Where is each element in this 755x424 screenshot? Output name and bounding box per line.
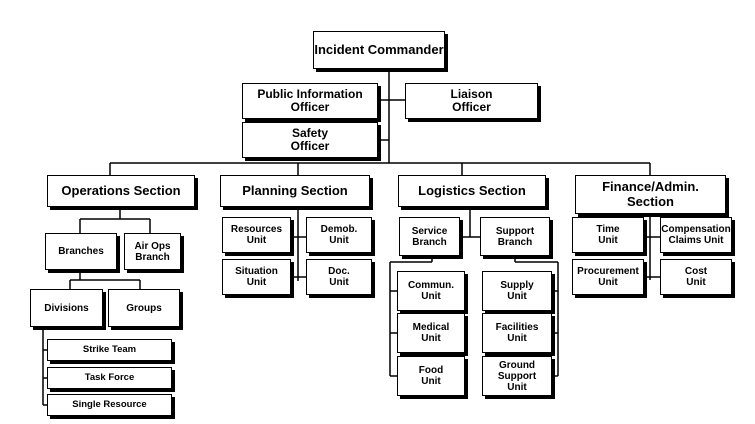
finance-admin-section-label: Finance/Admin. Section: [602, 179, 699, 209]
task-force-box: Task Force: [47, 367, 172, 389]
facilities-unit-label: Facilities Unit: [495, 322, 539, 344]
medical-unit-box: Medical Unit: [397, 313, 465, 353]
logistics-section-label: Logistics Section: [418, 182, 526, 198]
ground-support-unit-box: Ground Support Unit: [482, 356, 552, 396]
liaison-officer-box: Liaison Officer: [405, 83, 538, 119]
supply-unit-box: Supply Unit: [482, 271, 552, 311]
divisions-box: Divisions: [30, 289, 103, 327]
facilities-unit-box: Facilities Unit: [482, 313, 552, 353]
single-resource-box: Single Resource: [47, 394, 172, 416]
groups-label: Groups: [126, 302, 162, 314]
public-information-officer-label: Public Information Officer: [257, 86, 363, 114]
operations-section-box: Operations Section: [47, 175, 195, 207]
time-unit-label: Time Unit: [596, 224, 620, 246]
demob-unit-box: Demob. Unit: [306, 217, 372, 253]
compensation-claims-unit-label: Compensation Claims Unit: [661, 224, 731, 246]
strike-team-box: Strike Team: [47, 339, 172, 361]
safety-officer-box: Safety Officer: [242, 122, 378, 158]
situation-unit-label: Situation Unit: [235, 266, 278, 288]
support-branch-box: Support Branch: [480, 217, 550, 256]
time-unit-box: Time Unit: [572, 217, 644, 253]
doc-unit-box: Doc. Unit: [306, 259, 372, 295]
resources-unit-box: Resources Unit: [222, 217, 291, 253]
procurement-unit-label: Procurement Unit: [577, 266, 639, 288]
branches-box: Branches: [45, 233, 117, 270]
ground-support-unit-label: Ground Support Unit: [497, 359, 537, 393]
supply-unit-label: Supply Unit: [500, 280, 534, 302]
strike-team-label: Strike Team: [82, 343, 137, 355]
food-unit-label: Food Unit: [418, 365, 444, 387]
food-unit-box: Food Unit: [397, 356, 465, 396]
planning-section-label: Planning Section: [242, 182, 348, 198]
air-ops-branch-box: Air Ops Branch: [124, 233, 181, 270]
planning-section-box: Planning Section: [220, 175, 370, 207]
operations-section-label: Operations Section: [61, 182, 181, 198]
groups-box: Groups: [108, 289, 180, 327]
liaison-officer-label: Liaison Officer: [450, 86, 493, 114]
demob-unit-label: Demob. Unit: [320, 224, 358, 246]
medical-unit-label: Medical Unit: [412, 322, 450, 344]
logistics-section-box: Logistics Section: [398, 175, 546, 207]
commun-unit-label: Commun. Unit: [407, 280, 455, 302]
branches-label: Branches: [58, 246, 104, 257]
task-force-label: Task Force: [84, 371, 135, 383]
air-ops-branch-label: Air Ops Branch: [134, 240, 171, 263]
single-resource-label: Single Resource: [72, 398, 147, 410]
cost-unit-label: Cost Unit: [684, 266, 708, 288]
safety-officer-label: Safety Officer: [290, 125, 330, 153]
procurement-unit-box: Procurement Unit: [572, 259, 644, 295]
service-branch-label: Service Branch: [411, 225, 448, 248]
resources-unit-label: Resources Unit: [230, 224, 283, 246]
finance-admin-section-box: Finance/Admin. Section: [575, 175, 726, 214]
doc-unit-label: Doc. Unit: [328, 266, 350, 288]
situation-unit-box: Situation Unit: [222, 259, 291, 295]
divisions-label: Divisions: [44, 302, 89, 314]
incident-commander-label: Incident Commander: [314, 41, 444, 57]
public-information-officer-box: Public Information Officer: [242, 83, 378, 119]
cost-unit-box: Cost Unit: [660, 259, 732, 295]
support-branch-label: Support Branch: [495, 225, 535, 248]
compensation-claims-unit-box: Compensation Claims Unit: [660, 217, 732, 253]
commun-unit-box: Commun. Unit: [397, 271, 465, 311]
incident-commander-box: Incident Commander: [313, 31, 445, 69]
service-branch-box: Service Branch: [399, 217, 460, 256]
